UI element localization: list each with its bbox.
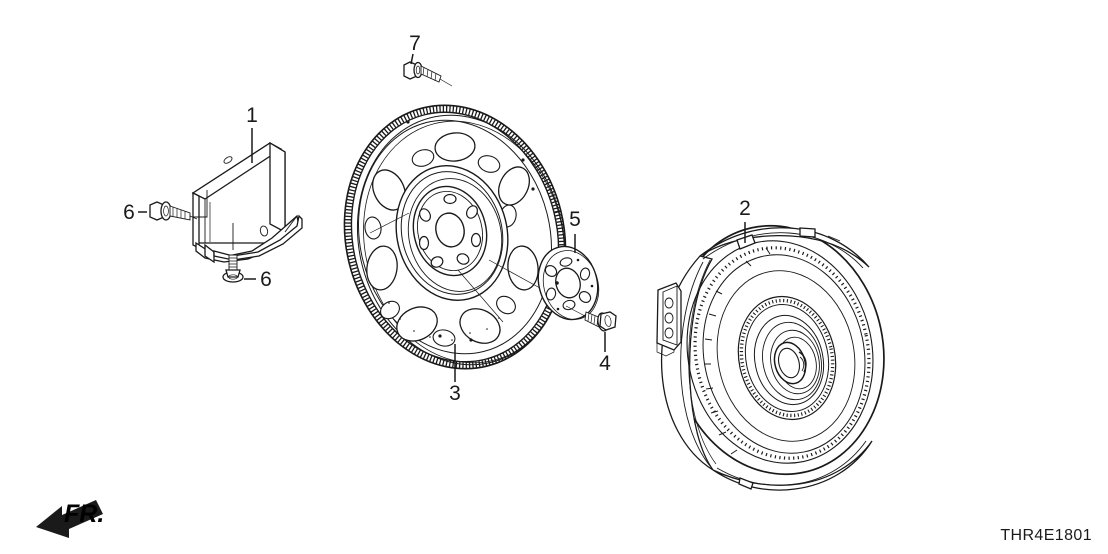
part-cover-plate <box>191 141 303 264</box>
orientation-arrow <box>36 500 103 538</box>
callout-leader-7 <box>410 53 414 65</box>
callout-label-5: 5 <box>569 208 581 231</box>
callout-leader-6b <box>232 223 256 280</box>
part-flywheel-bolt <box>403 61 453 87</box>
callout-label-2: 2 <box>739 197 751 220</box>
part-cover-bolt-left <box>149 201 198 221</box>
part-spacer-ring <box>537 245 600 321</box>
part-cover-bolt-bottom <box>222 254 244 283</box>
callout-label-6b: 6 <box>260 268 272 291</box>
callout-label-6a: 6 <box>123 201 135 224</box>
part-torque-converter <box>656 224 885 491</box>
converter-mounting-lug <box>656 282 682 357</box>
callout-leader-6a <box>138 190 208 218</box>
part-drive-plate <box>343 104 567 370</box>
callout-label-1: 1 <box>246 104 258 127</box>
diagram-code: THR4E1801 <box>1000 527 1092 544</box>
part-drive-plate-bolt <box>565 305 617 332</box>
callout-label-3: 3 <box>449 382 461 405</box>
callout-label-4: 4 <box>599 352 611 375</box>
orientation-label: FR. <box>64 500 104 528</box>
callout-label-7: 7 <box>409 32 421 55</box>
